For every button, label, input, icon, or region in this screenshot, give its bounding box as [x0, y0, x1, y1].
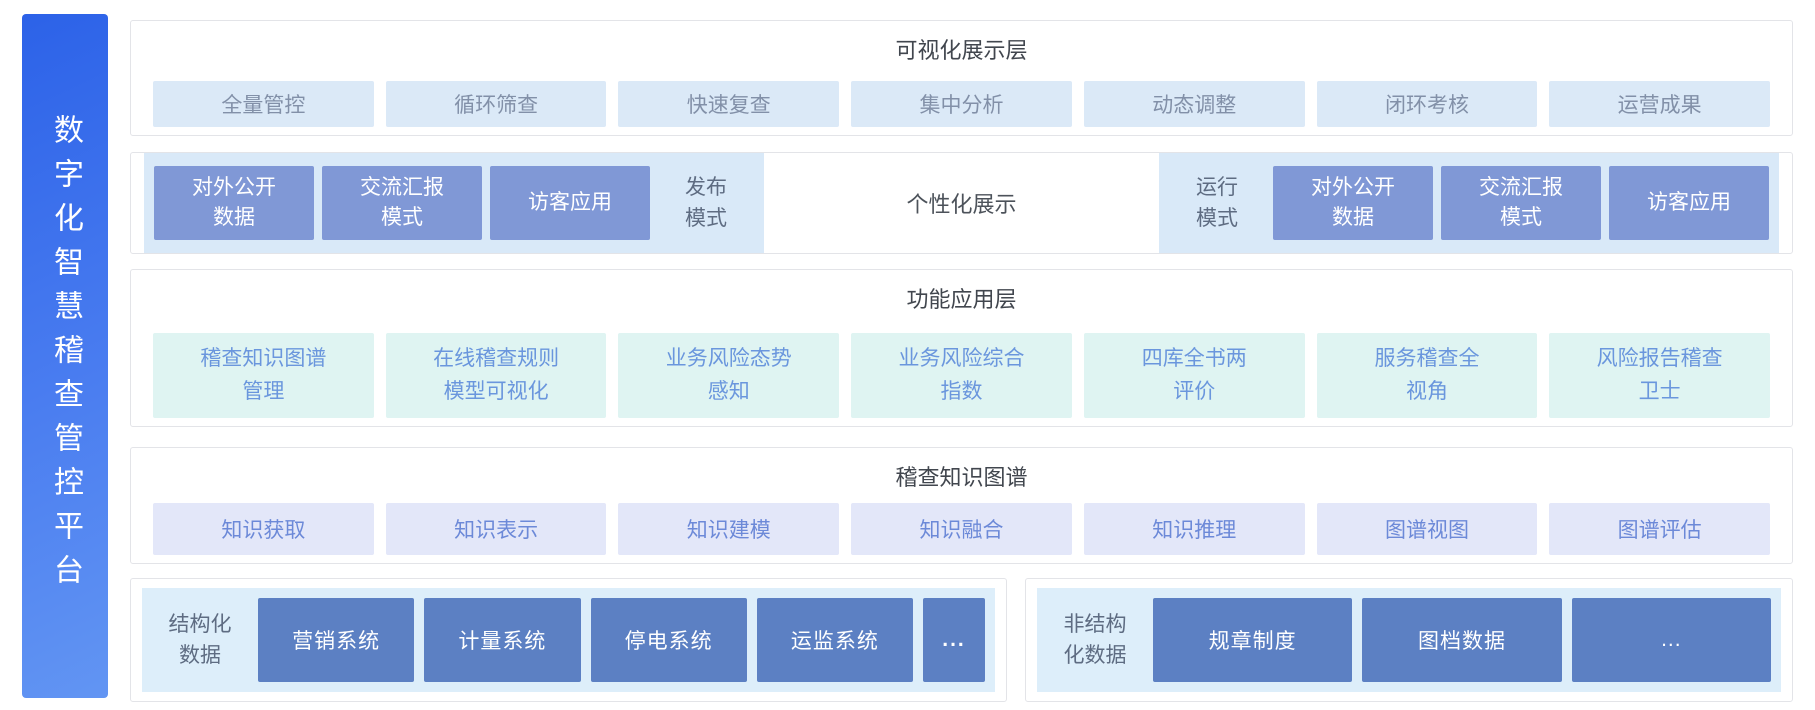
platform-title: 数字化智慧稽查管控平台 — [49, 114, 82, 598]
knowledge-item: 图谱评估 — [1549, 503, 1771, 555]
publish-mode-label: 发布 模式 — [685, 175, 727, 231]
structured-data-box: 停电系统 — [590, 598, 747, 682]
unstructured-data-box: 图档数据 — [1362, 598, 1562, 682]
publish-mode-panel: 对外公开 数据 交流汇报 模式 访客应用 发布 模式 — [144, 153, 764, 253]
function-item: 稽查知识图谱 管理 — [153, 333, 374, 418]
function-layer-title: 功能应用层 — [906, 287, 1017, 312]
visual-item: 快速复查 — [618, 81, 840, 127]
knowledge-item: 知识获取 — [153, 503, 374, 555]
unstructured-data-box: 规章制度 — [1153, 598, 1353, 682]
function-item: 在线稽查规则 模型可视化 — [385, 333, 607, 418]
publish-mode-box: 访客应用 — [490, 166, 650, 240]
publish-mode-box: 对外公开 数据 — [154, 166, 314, 240]
visual-item: 集中分析 — [851, 81, 1072, 127]
structured-data-box: 运监系统 — [756, 598, 913, 682]
function-item: 业务风险态势 感知 — [618, 333, 840, 418]
structured-data-more-box: ... — [923, 598, 985, 682]
knowledge-item: 图谱视图 — [1316, 503, 1538, 555]
function-layer-items: 稽查知识图谱 管理 在线稽查规则 模型可视化 业务风险态势 感知 业务风险综合 … — [131, 333, 1792, 418]
visual-item: 全量管控 — [153, 81, 374, 127]
knowledge-graph-panel: 稽查知识图谱 知识获取 知识表示 知识建模 知识融合 知识推理 图谱视图 图谱评… — [130, 447, 1793, 564]
structured-data-box: 计量系统 — [424, 598, 581, 682]
platform-title-bar: 数字化智慧稽查管控平台 — [22, 14, 108, 698]
display-mode-panel: 对外公开 数据 交流汇报 模式 访客应用 发布 模式 个性化展示 运行 模式 对… — [130, 152, 1793, 254]
run-mode-box: 对外公开 数据 — [1273, 166, 1433, 240]
unstructured-data-more-box: ... — [1571, 598, 1771, 682]
function-item: 业务风险综合 指数 — [851, 333, 1072, 418]
knowledge-item: 知识推理 — [1083, 503, 1305, 555]
structured-data-group: 结构化 数据 营销系统 计量系统 停电系统 运监系统 ... — [142, 588, 995, 692]
knowledge-graph-items: 知识获取 知识表示 知识建模 知识融合 知识推理 图谱视图 图谱评估 — [131, 503, 1792, 555]
structured-data-panel: 结构化 数据 营销系统 计量系统 停电系统 运监系统 ... — [130, 578, 1007, 702]
visualization-layer-title: 可视化展示层 — [895, 38, 1028, 63]
run-mode-box: 访客应用 — [1609, 166, 1769, 240]
unstructured-data-wrap: 非结构 化数据 规章制度 图档数据 ... — [1026, 579, 1792, 701]
function-item: 风险报告稽查 卫士 — [1549, 333, 1771, 418]
publish-mode-box: 交流汇报 模式 — [322, 166, 482, 240]
structured-data-wrap: 结构化 数据 营销系统 计量系统 停电系统 运监系统 ... — [131, 579, 1006, 701]
visualization-layer-panel: 可视化展示层 全量管控 循环筛查 快速复查 集中分析 动态调整 闭环考核 运营成… — [130, 20, 1793, 136]
function-layer-panel: 功能应用层 稽查知识图谱 管理 在线稽查规则 模型可视化 业务风险态势 感知 业… — [130, 269, 1793, 427]
function-item: 服务稽查全 视角 — [1316, 333, 1538, 418]
visual-item: 动态调整 — [1083, 81, 1305, 127]
visualization-layer-items: 全量管控 循环筛查 快速复查 集中分析 动态调整 闭环考核 运营成果 — [131, 81, 1792, 127]
visual-item: 闭环考核 — [1316, 81, 1538, 127]
visual-item: 循环筛查 — [385, 81, 607, 127]
display-mode-row: 对外公开 数据 交流汇报 模式 访客应用 发布 模式 个性化展示 运行 模式 对… — [131, 153, 1792, 253]
unstructured-data-panel: 非结构 化数据 规章制度 图档数据 ... — [1025, 578, 1793, 702]
structured-data-label: 结构化 数据 — [168, 612, 232, 668]
knowledge-item: 知识表示 — [385, 503, 607, 555]
function-item: 四库全书两 评价 — [1083, 333, 1305, 418]
run-mode-panel: 运行 模式 对外公开 数据 交流汇报 模式 访客应用 — [1159, 153, 1779, 253]
structured-data-box: 营销系统 — [258, 598, 415, 682]
run-mode-label: 运行 模式 — [1196, 175, 1238, 231]
visual-item: 运营成果 — [1549, 81, 1771, 127]
knowledge-graph-title: 稽查知识图谱 — [895, 465, 1028, 490]
knowledge-item: 知识融合 — [851, 503, 1072, 555]
personalized-display-label: 个性化展示 — [906, 192, 1017, 217]
run-mode-box: 交流汇报 模式 — [1441, 166, 1601, 240]
unstructured-data-label: 非结构 化数据 — [1063, 612, 1127, 668]
knowledge-item: 知识建模 — [618, 503, 840, 555]
unstructured-data-group: 非结构 化数据 规章制度 图档数据 ... — [1037, 588, 1781, 692]
